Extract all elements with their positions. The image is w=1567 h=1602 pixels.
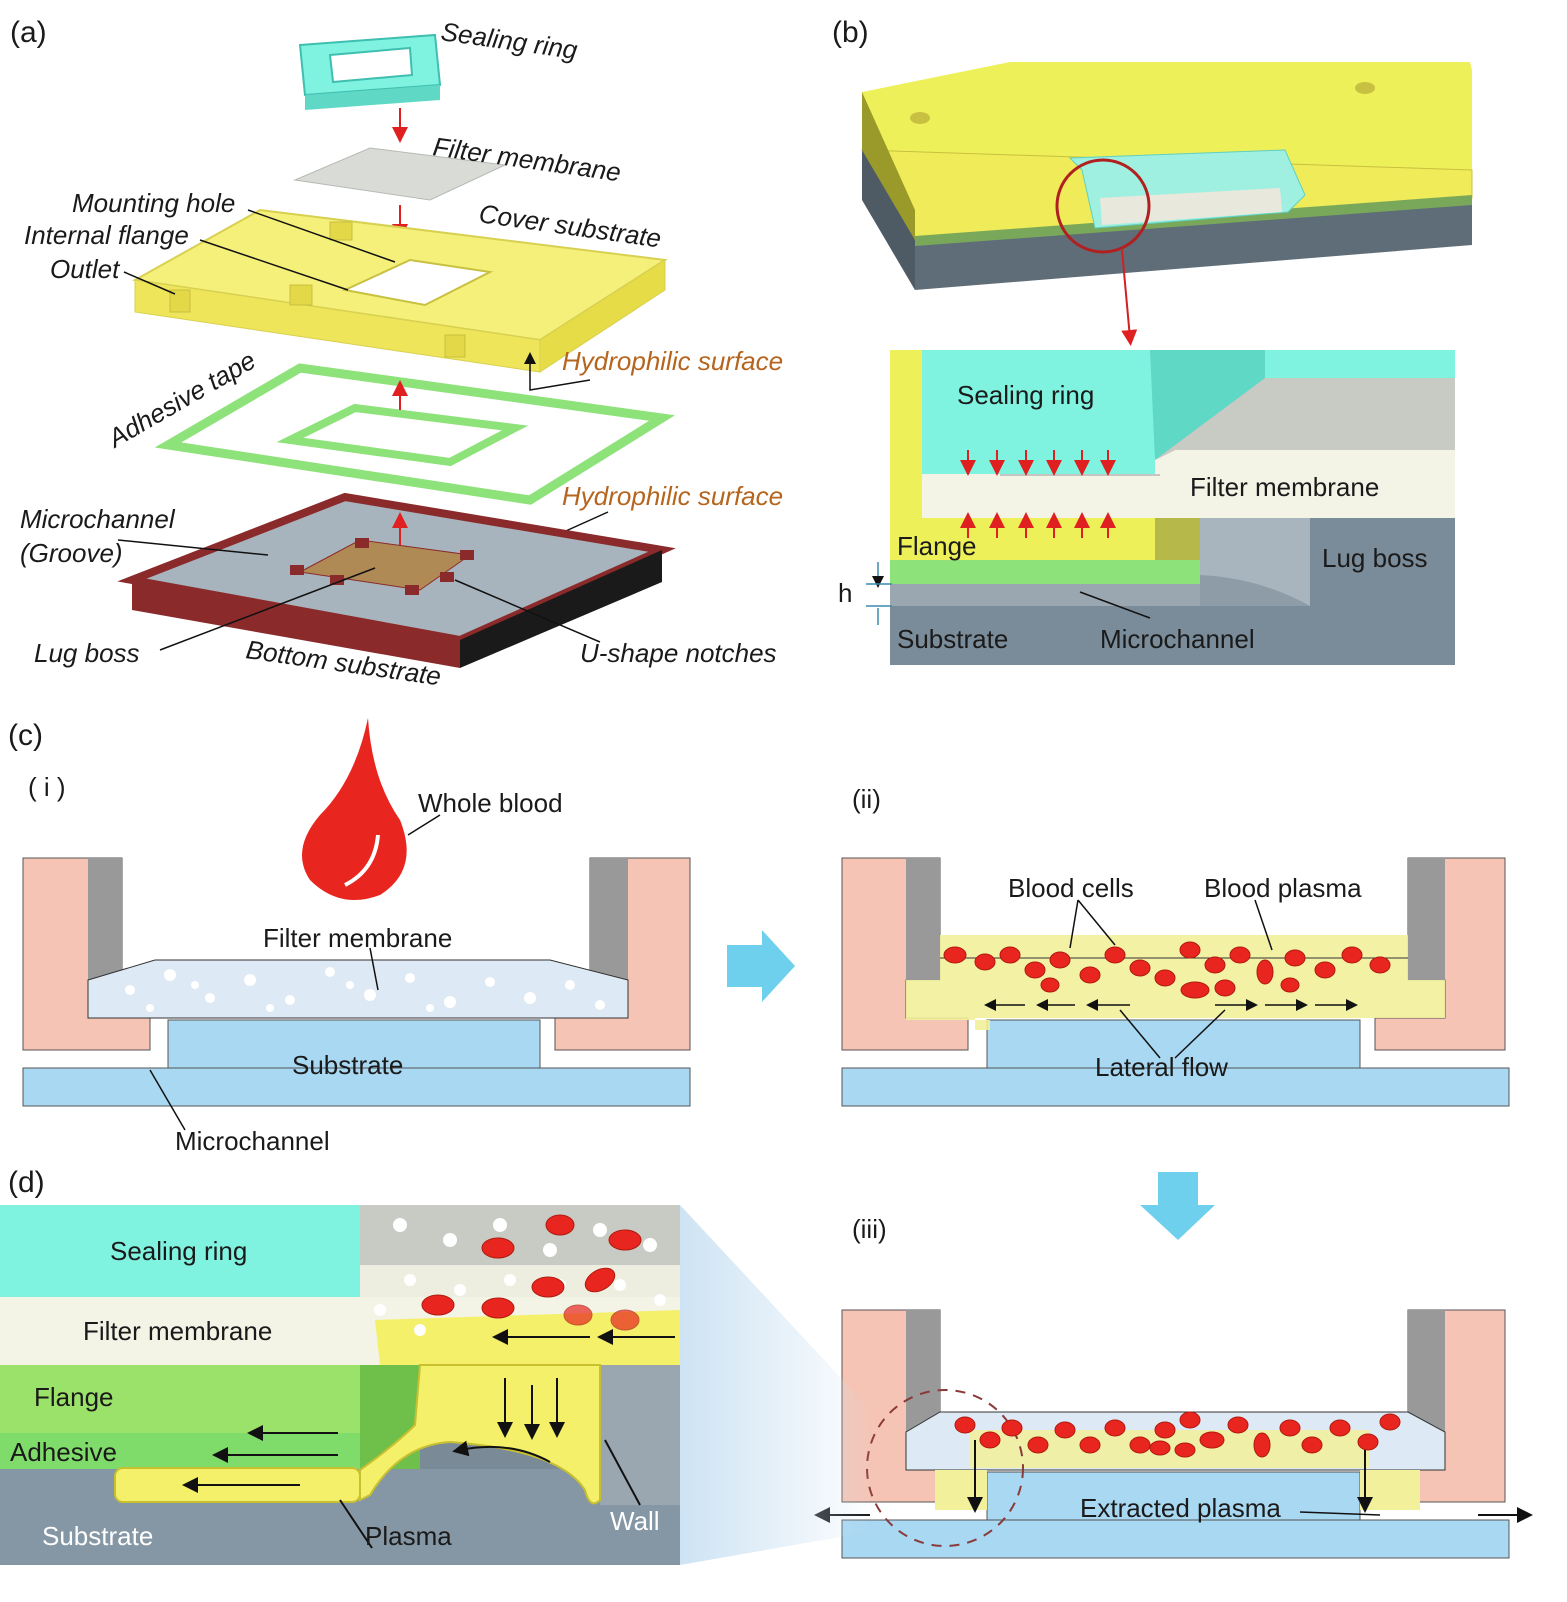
- a-microchannel-label: Microchannel: [20, 504, 176, 534]
- b-h-label: h: [838, 578, 852, 608]
- panel-a-label: (a): [10, 16, 47, 49]
- a-groove-label: (Groove): [20, 538, 123, 568]
- c-ii-blood-cells: [943, 941, 1391, 999]
- panel-b-label: (b): [832, 16, 869, 49]
- a-hydrophilic-surface-1-label: Hydrophilic surface: [562, 346, 783, 376]
- a-hydrophilic-surface-2-label: Hydrophilic surface: [562, 481, 783, 511]
- panel-b: (b): [832, 16, 1473, 665]
- a-hydrophilic-1-arrow: [524, 352, 591, 391]
- panel-d-label: (d): [8, 1166, 45, 1199]
- panel-c-label: (c): [8, 719, 43, 752]
- a-mounting-hole-label: Mounting hole: [72, 188, 235, 218]
- c-whole-blood-label: Whole blood: [418, 788, 563, 818]
- a-u-notches-leader: [454, 579, 601, 643]
- panel-c: (c) ( i ) Whole blood: [8, 718, 1533, 1559]
- panel-d: (d): [0, 1166, 880, 1565]
- c-extracted-plasma-label: Extracted plasma: [1080, 1493, 1281, 1523]
- c-lateral-flow-label: Lateral flow: [1095, 1052, 1228, 1082]
- sealing-ring-shape: [298, 33, 442, 110]
- a-mounting-hole-leader: [247, 209, 396, 263]
- d-adhesive-label: Adhesive: [10, 1437, 117, 1467]
- a-outlet-leader: [123, 271, 176, 295]
- d-substrate-label: Substrate: [42, 1521, 153, 1551]
- c-blood-cells-label: Blood cells: [1008, 873, 1134, 903]
- b-flange-label: Flange: [897, 531, 977, 561]
- d-filter-membrane-label: Filter membrane: [83, 1316, 272, 1346]
- c-substrate-label: Substrate: [292, 1050, 403, 1080]
- a-internal-flange-label: Internal flange: [24, 220, 189, 250]
- c-blood-plasma-label: Blood plasma: [1204, 873, 1362, 903]
- d-wall-label: Wall: [610, 1506, 660, 1536]
- c-i-label: ( i ): [28, 772, 66, 802]
- cover-substrate-shape: [131, 208, 668, 373]
- a-outlet-label: Outlet: [50, 254, 121, 284]
- a-u-notches-label: U-shape notches: [580, 638, 777, 668]
- bottom-substrate-shape: [117, 492, 676, 668]
- b-microchannel-label: Microchannel: [1100, 624, 1255, 654]
- whole-blood-drop: [302, 718, 441, 900]
- b-substrate-label: Substrate: [897, 624, 1008, 654]
- b-device-3d: [861, 62, 1473, 346]
- d-zoom-section: [0, 1205, 680, 1565]
- c-iii-blood-cells: [954, 1411, 1401, 1458]
- d-sealing-ring-label: Sealing ring: [110, 1236, 247, 1266]
- b-lug-boss-label: Lug boss: [1322, 543, 1428, 573]
- c-microchannel-label: Microchannel: [175, 1126, 330, 1156]
- c-filter-membrane-label: Filter membrane: [263, 923, 452, 953]
- d-callout-fan: [680, 1205, 880, 1565]
- d-flange-label: Flange: [34, 1382, 114, 1412]
- c-iii-label: (iii): [852, 1214, 887, 1244]
- c-right-arrow: [727, 930, 795, 1002]
- a-microchannel-leader: [117, 539, 269, 556]
- filter-membrane-shape: [293, 147, 507, 201]
- c-iii-device: [814, 1309, 1533, 1559]
- c-i-device: [22, 857, 691, 1131]
- b-cross-section: [866, 350, 1455, 665]
- adhesive-tape-shape: [154, 363, 675, 505]
- c-down-arrow: [1140, 1172, 1215, 1240]
- c-ii-lateral-arrows: [984, 899, 1358, 1059]
- a-sealing-ring-label: Sealing ring: [439, 16, 580, 65]
- c-ii-label: (ii): [852, 784, 881, 814]
- a-lug-boss-leader: [159, 567, 376, 651]
- panel-a: (a) Sealing ring Filter membrane Cover s…: [10, 16, 783, 691]
- a-internal-flange-leader: [199, 239, 349, 291]
- a-lug-boss-label: Lug boss: [34, 638, 140, 668]
- b-filter-membrane-label: Filter membrane: [1190, 472, 1379, 502]
- d-plasma-label: Plasma: [365, 1521, 452, 1551]
- b-sealing-ring-label: Sealing ring: [957, 380, 1094, 410]
